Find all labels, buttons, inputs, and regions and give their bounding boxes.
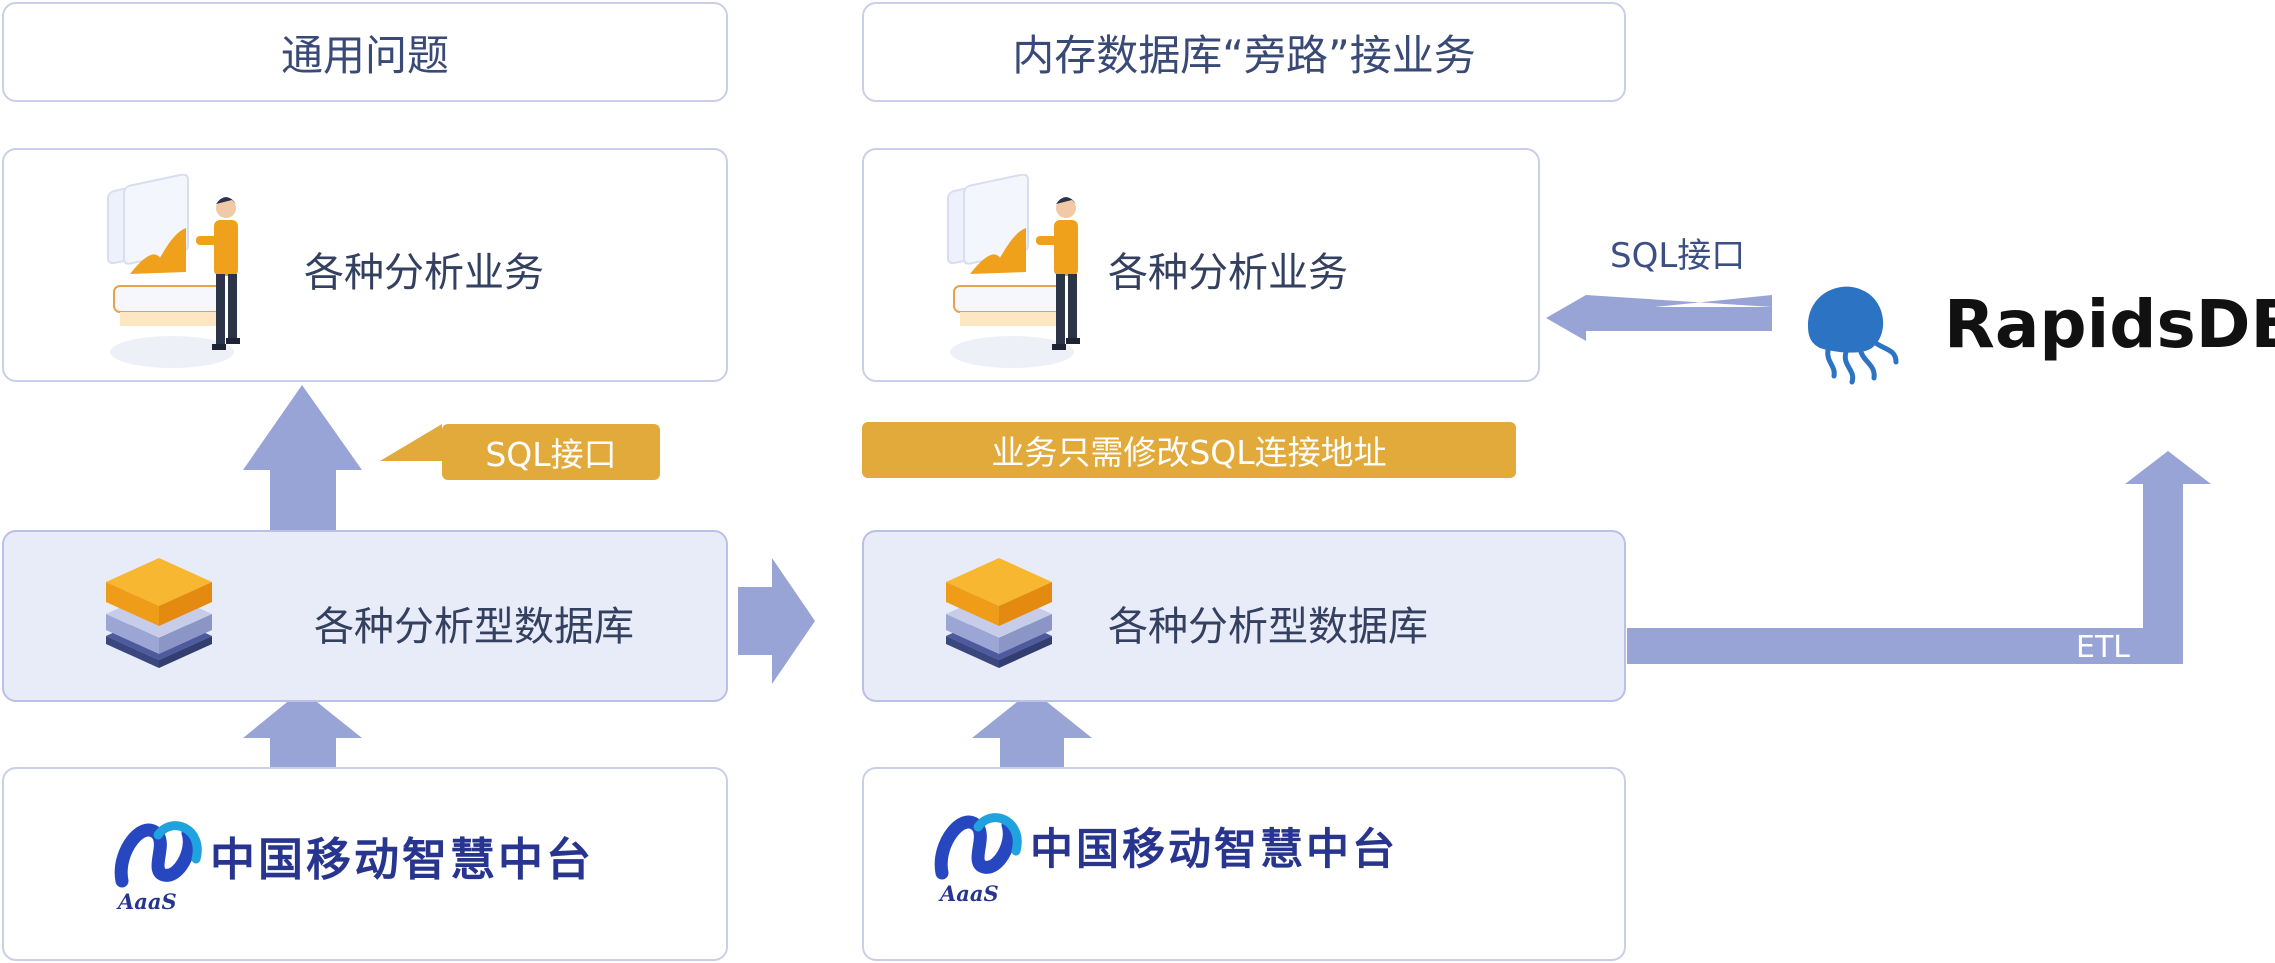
right-db-label: 各种分析型数据库 bbox=[1108, 604, 1428, 650]
china-mobile-logo-icon bbox=[934, 813, 1022, 880]
jellyfish-logo-icon bbox=[1808, 286, 1899, 385]
right-logo-text: 中国移动智慧中台 bbox=[1030, 825, 1398, 875]
rapidsdb-wordmark: RapidsDB bbox=[1944, 286, 2275, 363]
right-logo-sub: AaaS bbox=[940, 881, 999, 906]
right-app-box: 各种分析业务 bbox=[862, 148, 1540, 382]
right-banner-label: 业务只需修改SQL连接地址 bbox=[991, 433, 1387, 472]
right-logo-box: AaaS 中国移动智慧中台 bbox=[862, 767, 1626, 961]
left-app-box: 各种分析业务 bbox=[2, 148, 728, 382]
person-at-desk-icon bbox=[947, 174, 1080, 368]
left-logo-box: AaaS 中国移动智慧中台 bbox=[2, 767, 728, 961]
left-app-label: 各种分析业务 bbox=[304, 250, 544, 296]
etl-path-arrow bbox=[1627, 451, 2211, 664]
sql-interface-label: SQL接口 bbox=[1610, 236, 1746, 276]
right-header-box: 内存数据库“旁路”接业务 bbox=[862, 2, 1626, 102]
left-logo-text: 中国移动智慧中台 bbox=[210, 833, 595, 886]
person-at-desk-icon bbox=[107, 174, 240, 368]
left-arrow-db-to-app bbox=[243, 385, 362, 530]
left-sql-tag-label: SQL接口 bbox=[485, 435, 617, 474]
china-mobile-logo-icon bbox=[114, 821, 202, 888]
left-db-box: 各种分析型数据库 bbox=[2, 530, 728, 702]
middle-arrow-right bbox=[738, 558, 815, 684]
left-sql-tag: SQL接口 bbox=[442, 424, 660, 480]
left-header-title: 通用问题 bbox=[280, 30, 449, 80]
right-arrow-logo-to-db bbox=[972, 690, 1092, 767]
right-header-title: 内存数据库“旁路”接业务 bbox=[1012, 30, 1476, 80]
database-stack-icon bbox=[106, 558, 212, 668]
right-app-label: 各种分析业务 bbox=[1108, 250, 1348, 296]
left-arrow-logo-to-db bbox=[243, 690, 362, 767]
database-stack-icon bbox=[946, 558, 1052, 668]
etl-label: ETL bbox=[2076, 630, 2130, 665]
left-logo-sub: AaaS bbox=[118, 889, 177, 914]
right-banner: 业务只需修改SQL连接地址 bbox=[862, 422, 1516, 478]
right-db-box: 各种分析型数据库 bbox=[862, 530, 1626, 702]
sql-arrow-to-app bbox=[1546, 295, 1772, 341]
sql-tag-pointer bbox=[380, 424, 442, 461]
left-db-label: 各种分析型数据库 bbox=[314, 604, 634, 650]
left-header-box: 通用问题 bbox=[2, 2, 728, 102]
